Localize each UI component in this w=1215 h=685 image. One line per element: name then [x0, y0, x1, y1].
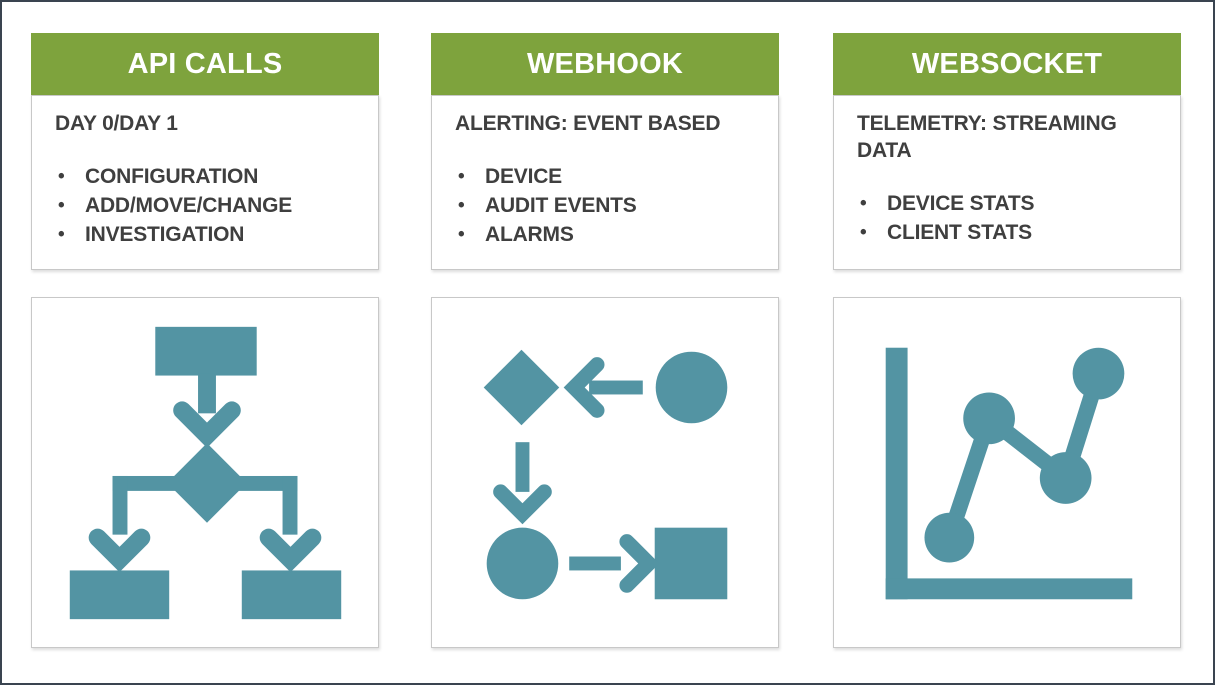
bullet-item: DEVICE: [455, 162, 758, 191]
column-api-calls: API CALLS DAY 0/DAY 1 CONFIGURATION ADD/…: [31, 33, 379, 648]
bullet-item: CLIENT STATS: [857, 218, 1160, 247]
bullet-item: ADD/MOVE/CHANGE: [55, 191, 358, 220]
header-api-calls: API CALLS: [31, 33, 379, 95]
subtitle-api-calls: DAY 0/DAY 1: [55, 112, 178, 135]
bullet-list-websocket: DEVICE STATS CLIENT STATS: [857, 189, 1160, 247]
bullet-list-webhook: DEVICE AUDIT EVENTS ALARMS: [455, 162, 758, 249]
header-websocket: WEBSOCKET: [833, 33, 1181, 95]
header-webhook: WEBHOOK: [431, 33, 779, 95]
bullet-list-api-calls: CONFIGURATION ADD/MOVE/CHANGE INVESTIGAT…: [55, 162, 358, 249]
body-webhook: ALERTING: EVENT BASED DEVICE AUDIT EVENT…: [431, 95, 779, 270]
icon-panel-api-calls: [31, 297, 379, 648]
icon-panel-webhook: [431, 297, 779, 648]
bullet-item: DEVICE STATS: [857, 189, 1160, 218]
subtitle-websocket: TELEMETRY: STREAMING DATA: [857, 112, 1117, 162]
bullet-item: INVESTIGATION: [55, 220, 358, 249]
icon-panel-websocket: [833, 297, 1181, 648]
process-flow-icon: [483, 349, 728, 600]
column-websocket: WEBSOCKET TELEMETRY: STREAMING DATA DEVI…: [833, 33, 1181, 648]
body-api-calls: DAY 0/DAY 1 CONFIGURATION ADD/MOVE/CHANG…: [31, 95, 379, 270]
bullet-item: ALARMS: [455, 220, 758, 249]
flowchart-hierarchy-icon: [69, 326, 342, 620]
bullet-item: CONFIGURATION: [55, 162, 358, 191]
bullet-item: AUDIT EVENTS: [455, 191, 758, 220]
line-chart-icon: [885, 347, 1133, 600]
body-websocket: TELEMETRY: STREAMING DATA DEVICE STATS C…: [833, 95, 1181, 270]
subtitle-webhook: ALERTING: EVENT BASED: [455, 112, 721, 135]
column-webhook: WEBHOOK ALERTING: EVENT BASED DEVICE AUD…: [431, 33, 779, 648]
